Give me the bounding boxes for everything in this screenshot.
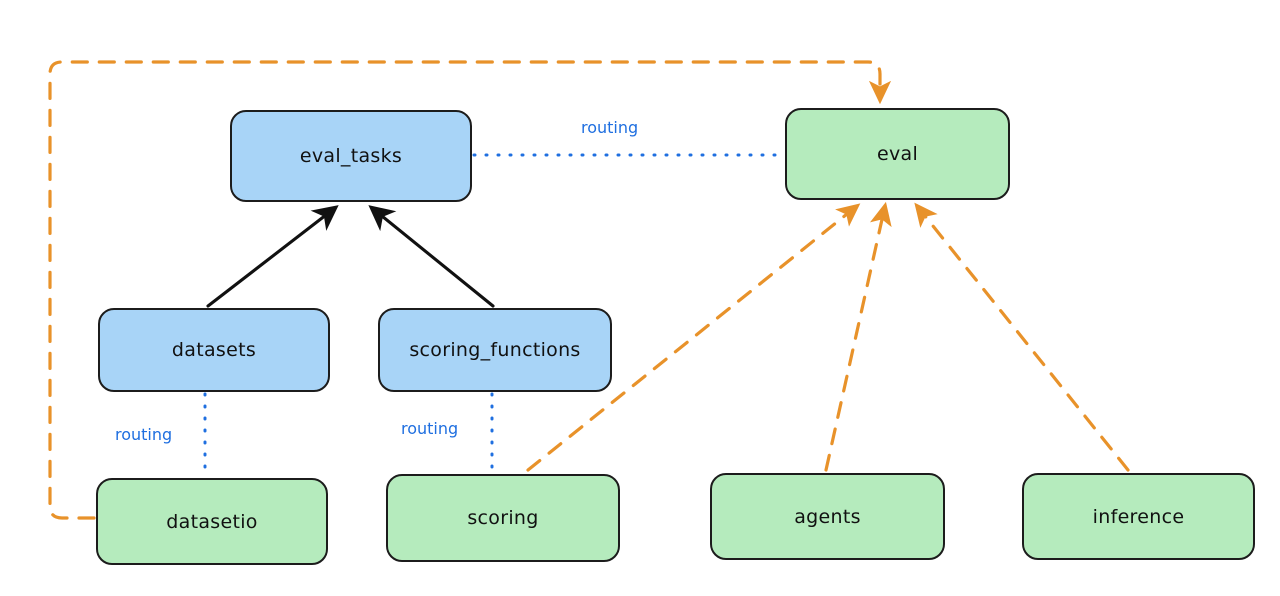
node-inference[interactable]: inference — [1022, 473, 1255, 560]
node-scoring-functions[interactable]: scoring_functions — [378, 308, 612, 392]
node-label-scoring: scoring — [467, 507, 539, 529]
edge-scoring-functions-to-eval-tasks — [368, 205, 495, 308]
node-label-datasets: datasets — [171, 339, 257, 361]
node-scoring[interactable]: scoring — [386, 474, 620, 562]
edge-scoring-to-eval — [526, 203, 861, 472]
edge-label-routing-eval-tasks-eval: routing — [578, 118, 642, 137]
node-label-agents: agents — [794, 505, 861, 528]
edge-agents-to-eval — [824, 201, 892, 472]
edge-label-routing-datasets-datasetio: routing — [112, 425, 176, 444]
node-label-eval: eval — [876, 143, 919, 165]
node-datasetio[interactable]: datasetio — [96, 478, 328, 565]
node-label-inference: inference — [1092, 505, 1185, 528]
edge-label-routing-scoring-functions-scoring: routing — [398, 419, 462, 438]
edge-datasetio-to-eval — [48, 60, 892, 520]
node-label-datasetio: datasetio — [166, 510, 258, 533]
node-eval[interactable]: eval — [785, 108, 1010, 200]
node-label-eval-tasks: eval_tasks — [299, 145, 403, 167]
node-datasets[interactable]: datasets — [98, 308, 330, 392]
edge-inference-to-eval — [914, 202, 1130, 472]
node-eval-tasks[interactable]: eval_tasks — [230, 110, 472, 202]
node-label-scoring-functions: scoring_functions — [409, 339, 581, 361]
edge-datasets-to-eval-tasks — [206, 205, 339, 308]
node-agents[interactable]: agents — [710, 473, 945, 560]
